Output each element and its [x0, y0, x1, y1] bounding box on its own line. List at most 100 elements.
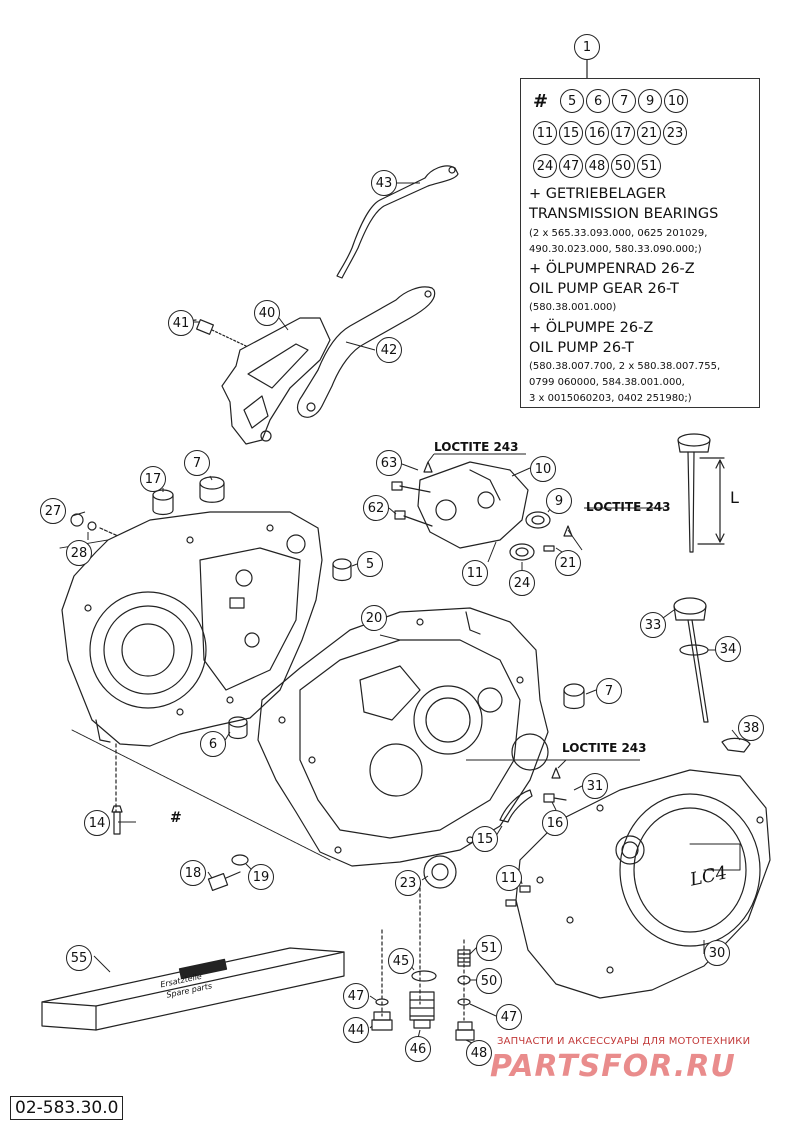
legend-line: OIL PUMP 26-T: [529, 340, 634, 356]
callout-28: 28: [66, 540, 92, 566]
callout-40: 40: [254, 300, 280, 326]
part-23-bearing: [423, 855, 457, 889]
part-14-stud: [111, 805, 123, 835]
callout-44: 44: [343, 1017, 369, 1043]
legend-line: + GETRIEBELAGER: [529, 186, 667, 202]
loctite-drop-1: [423, 461, 433, 473]
callout-18: 18: [180, 860, 206, 886]
legend-line: 0799 060000, 584.38.001.000,: [529, 377, 685, 388]
callout-55: 55: [66, 945, 92, 971]
legend-item: 7: [612, 89, 637, 113]
legend-item: 11: [533, 121, 557, 145]
part-38-clip: [721, 737, 751, 753]
callout-9: 9: [546, 488, 572, 514]
part-42-tensioner-arm: [296, 286, 436, 418]
callout-21: 21: [555, 550, 581, 576]
part-number-label: 02-583.30.0: [10, 1096, 124, 1120]
part-44-plug: [371, 1011, 393, 1031]
callout-17: 17: [140, 466, 166, 492]
callout-51: 51: [476, 935, 502, 961]
legend-item: 10: [664, 89, 689, 113]
legend-line: 490.30.023.000, 580.33.090.000;): [529, 244, 702, 255]
part-21-pin: [543, 545, 555, 552]
callout-11-bottom: 11: [496, 865, 522, 891]
dimension-label: L: [730, 488, 739, 507]
legend-item: 47: [559, 154, 583, 178]
legend-item: 17: [611, 121, 635, 145]
legend-line: + ÖLPUMPE 26-Z: [529, 320, 654, 336]
part-5-bushing: [332, 558, 352, 582]
callout-23: 23: [395, 870, 421, 896]
callout-11-top: 11: [462, 560, 488, 586]
part-48-plug: [455, 1021, 475, 1041]
callout-20: 20: [361, 605, 387, 631]
callout-50: 50: [476, 968, 502, 994]
part-18-screw: [207, 871, 241, 891]
callout-14: 14: [84, 810, 110, 836]
callout-15: 15: [472, 826, 498, 852]
part-16-screw: [543, 793, 567, 803]
part-46-strainer: [409, 991, 435, 1029]
legend-row-2: 11 15 16 17 21 23: [533, 120, 687, 146]
oil-pump-housing: [417, 461, 529, 549]
part-24-seal: [509, 543, 535, 561]
legend-row-3: 24 47 48 50 51: [533, 153, 661, 179]
part-9-gear: [525, 511, 551, 529]
part-7-bushing-top: [199, 476, 225, 503]
callout-45: 45: [388, 948, 414, 974]
legend-line: TRANSMISSION BEARINGS: [529, 206, 719, 222]
callout-42: 42: [376, 337, 402, 363]
dipstick-L: [677, 433, 725, 553]
part-11-dowels: [505, 885, 531, 907]
legend-item: 50: [611, 154, 635, 178]
part-27-plug: [70, 513, 119, 537]
callout-7-right: 7: [596, 678, 622, 704]
legend-line: OIL PUMP GEAR 26-T: [529, 281, 679, 297]
part-7-bushing-right: [563, 683, 585, 710]
callout-31: 31: [582, 773, 608, 799]
legend-item: 16: [585, 121, 609, 145]
callout-19: 19: [248, 864, 274, 890]
callout-46: 46: [405, 1036, 431, 1062]
loctite-note-1: LOCTITE 243: [434, 440, 519, 454]
callout-41: 41: [168, 310, 194, 336]
callout-10: 10: [530, 456, 556, 482]
legend-line: 3 x 0015060203, 0402 251980;): [529, 393, 692, 404]
legend-item: 23: [663, 121, 687, 145]
callout-1: 1: [574, 34, 600, 60]
callout-30: 30: [704, 940, 730, 966]
legend-row-1: # 5 6 7 9 10: [533, 88, 689, 114]
legend-item: 5: [560, 89, 585, 113]
callout-62: 62: [363, 495, 389, 521]
left-crankcase: [61, 511, 323, 747]
callout-27: 27: [40, 498, 66, 524]
loctite-drop-2: [563, 525, 573, 537]
legend-item: 51: [637, 154, 661, 178]
part-33-filler-plug: [673, 597, 709, 723]
callout-24: 24: [509, 570, 535, 596]
callout-47-left: 47: [343, 983, 369, 1009]
legend-line: (580.38.001.000): [529, 302, 617, 313]
legend-line: (2 x 565.33.093.000, 0625 201029,: [529, 228, 708, 239]
part-55-manual: [41, 947, 345, 1031]
callout-43: 43: [371, 170, 397, 196]
part-43-chain-guide: [336, 165, 459, 279]
callout-7-top: 7: [184, 450, 210, 476]
part-19-washer: [231, 854, 249, 866]
loctite-drop-3: [551, 767, 561, 779]
watermark-logo: PARTSFOR.RU: [490, 1049, 736, 1084]
callout-6: 6: [200, 731, 226, 757]
part-34-o-ring: [679, 644, 709, 656]
part-51-spring: [457, 949, 471, 967]
legend-item: 48: [585, 154, 609, 178]
part-15-bracket: [499, 789, 533, 823]
callout-63: 63: [376, 450, 402, 476]
part-40-guide-bracket: [221, 317, 331, 445]
legend-box: [520, 78, 760, 408]
legend-hash-symbol: #: [533, 90, 549, 112]
part-63-screw: [391, 481, 431, 493]
part-47b-washer: [457, 998, 471, 1006]
part-17-bushing: [152, 489, 174, 516]
watermark-tagline: ЗАПЧАСТИ И АКСЕССУАРЫ ДЛЯ МОТОТЕХНИКИ: [497, 1036, 751, 1047]
callout-38: 38: [738, 715, 764, 741]
